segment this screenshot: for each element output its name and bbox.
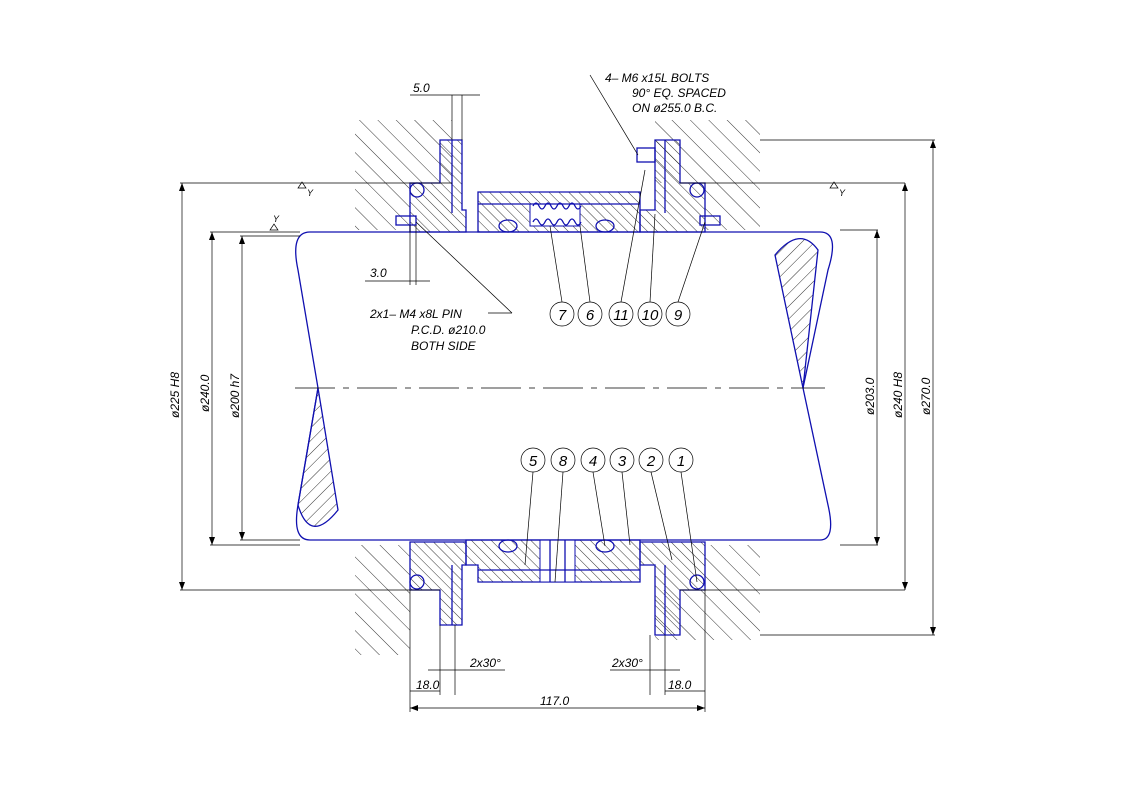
balloon-5: 5 xyxy=(520,447,546,473)
dim-width-left: 18.0 xyxy=(416,678,440,692)
dim-270: ø270.0 xyxy=(919,377,933,415)
bolts-note-line3: ON ø255.0 B.C. xyxy=(632,101,717,115)
svg-text:8: 8 xyxy=(559,453,568,470)
svg-text:4: 4 xyxy=(589,453,597,470)
svg-text:5: 5 xyxy=(529,453,538,470)
svg-text:6: 6 xyxy=(586,307,595,324)
housing-left-bottom xyxy=(355,545,410,655)
gland-left-bottom xyxy=(409,541,467,626)
seal-cartridge-bottom xyxy=(465,539,641,583)
dim-240: ø240.0 xyxy=(198,374,212,412)
dim-200-h7: ø200 h7 xyxy=(228,373,242,418)
balloon-6: 6 xyxy=(577,301,603,327)
balloon-7: 7 xyxy=(549,301,575,327)
pin-note-line2: P.C.D. ø210.0 xyxy=(411,323,486,337)
housing-right-top xyxy=(655,120,760,230)
svg-text:7: 7 xyxy=(558,307,567,324)
balloon-3: 3 xyxy=(609,447,635,473)
balloon-4: 4 xyxy=(580,447,606,473)
dim-width-right: 18.0 xyxy=(668,678,692,692)
svg-text:1: 1 xyxy=(677,453,685,470)
svg-text:2: 2 xyxy=(646,453,656,470)
dim-pin-offset: 3.0 xyxy=(370,266,387,280)
bolts-note-line1: 4– M6 x15L BOLTS xyxy=(605,71,709,85)
balloon-8: 8 xyxy=(550,447,576,473)
balloon-9: 9 xyxy=(665,301,691,327)
dim-overall: 117.0 xyxy=(540,694,569,708)
dimension-geometry xyxy=(179,74,936,712)
pin-note-line1: 2x1– M4 x8L PIN xyxy=(369,307,462,321)
surface-mark-right: Y xyxy=(839,188,846,198)
dim-chamfer-right: 2x30° xyxy=(611,656,643,670)
dim-240-h8: ø240 H8 xyxy=(891,372,905,418)
gland-right-bottom xyxy=(639,541,706,636)
pin-note-line3: BOTH SIDE xyxy=(411,339,477,353)
gland-right-top xyxy=(636,139,721,233)
surface-mark-left: Y xyxy=(307,188,314,198)
balloon-11: 11 xyxy=(608,301,634,327)
svg-text:9: 9 xyxy=(674,307,683,324)
balloon-1: 1 xyxy=(668,447,694,473)
svg-text:3: 3 xyxy=(618,453,627,470)
dim-225-h8: ø225 H8 xyxy=(168,372,182,418)
dim-203: ø203.0 xyxy=(863,377,877,415)
seal-cartridge-top xyxy=(477,191,641,233)
surface-mark-shaft: Y xyxy=(273,214,280,224)
balloon-2: 2 xyxy=(638,447,664,473)
svg-text:10: 10 xyxy=(642,307,659,324)
balloon-leaders xyxy=(524,169,706,583)
dim-chamfer-left: 2x30° xyxy=(469,656,501,670)
svg-text:11: 11 xyxy=(613,307,629,324)
balloon-10: 10 xyxy=(637,301,663,327)
dim-top-gap: 5.0 xyxy=(413,81,430,95)
bolts-note-line2: 90° EQ. SPACED xyxy=(632,86,726,100)
